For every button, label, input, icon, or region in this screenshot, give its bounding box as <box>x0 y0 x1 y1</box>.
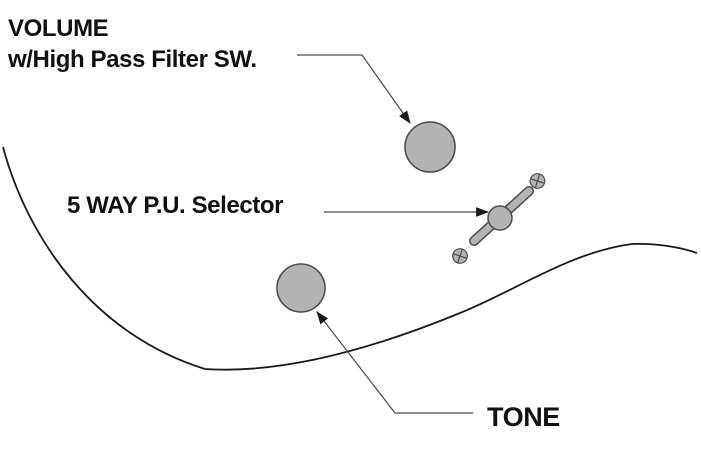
tone-label: TONE <box>487 402 560 432</box>
volume-label: VOLUME w/High Pass Filter SW. <box>8 13 257 75</box>
volume-knob <box>404 121 456 173</box>
selector-screw-upper-icon <box>529 173 546 189</box>
selector-label: 5 WAY P.U. Selector <box>67 192 284 219</box>
tone-leader-arrow <box>316 311 473 414</box>
pickup-selector-switch <box>452 173 546 264</box>
tone-knob <box>276 263 326 313</box>
volume-leader-arrow <box>297 54 411 124</box>
selector-screw-lower-icon <box>452 248 468 264</box>
selector-pivot <box>487 205 513 231</box>
guitar-body-outline-curve <box>2 146 698 371</box>
volume-label-line1: VOLUME <box>8 15 109 42</box>
volume-label-line2: w/High Pass Filter SW. <box>8 46 257 73</box>
